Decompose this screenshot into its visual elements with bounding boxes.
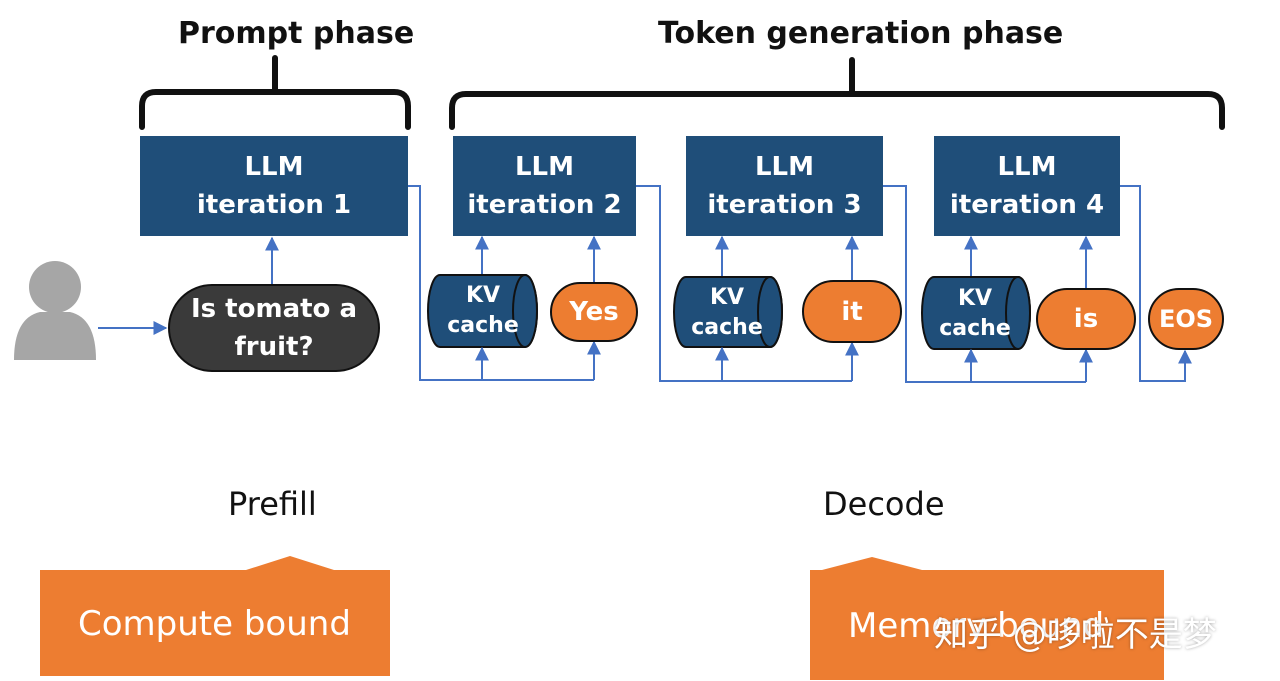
connector-iter3-to-iter4 [883,185,1086,383]
kv-cache-cylinder-2 [427,274,538,348]
llm-iteration-3-box: LLM iteration 3 [686,136,883,236]
llm-iteration-1-line2: iteration 1 [196,190,352,220]
prompt-line2: fruit? [234,332,314,362]
prefill-callout-text: Compute bound [78,604,351,644]
llm-iteration-4-line1: LLM [997,152,1057,182]
llm-iteration-3-line2: iteration 3 [707,190,862,220]
prompt-input-pill: Is tomato a fruit? [168,284,380,372]
watermark-text: 知乎 @哆啦不是梦 [934,615,1217,655]
token-generation-phase-title: Token generation phase [658,16,1064,51]
prompt-phase-title: Prompt phase [178,16,415,51]
llm-iteration-4-box: LLM iteration 4 [934,136,1120,236]
kv-cache-label-2: KV cache [447,283,519,338]
token-it: it [802,280,902,343]
token-phase-bracket [449,57,1225,130]
llm-iteration-4-line2: iteration 4 [949,190,1105,220]
kv-cache-cylinder-3 [673,276,783,348]
user-icon [14,261,96,360]
prompt-line1: Is tomato a [190,294,358,324]
connector-iter2-to-iter3 [636,185,852,382]
token-yes: Yes [550,282,638,342]
llm-iteration-3-line1: LLM [754,152,814,182]
llm-iteration-2-box: LLM iteration 2 [453,136,636,236]
llm-iteration-1-line1: LLM [244,152,304,182]
decode-callout-text: Memory bound [848,606,1105,646]
kv-cache-label-3: KV cache [691,285,763,340]
decode-callout-shape [810,557,1164,680]
prefill-label: Prefill [228,485,317,523]
decode-label: Decode [823,485,945,523]
kv-cache-label-4: KV cache [939,286,1011,341]
llm-iteration-2-line2: iteration 2 [467,190,622,220]
connector-iter4-to-eos [1120,185,1192,382]
connector-iter1-to-iter2 [408,185,594,381]
prompt-phase-bracket [139,55,411,130]
kv-cache-cylinder-4 [921,276,1031,350]
llm-iteration-1-box: LLM iteration 1 [140,136,408,236]
token-eos: EOS [1148,288,1224,350]
llm-iteration-2-line1: LLM [514,152,574,182]
connectors [98,185,1192,383]
prefill-callout-shape [40,556,390,676]
token-is: is [1036,288,1136,350]
